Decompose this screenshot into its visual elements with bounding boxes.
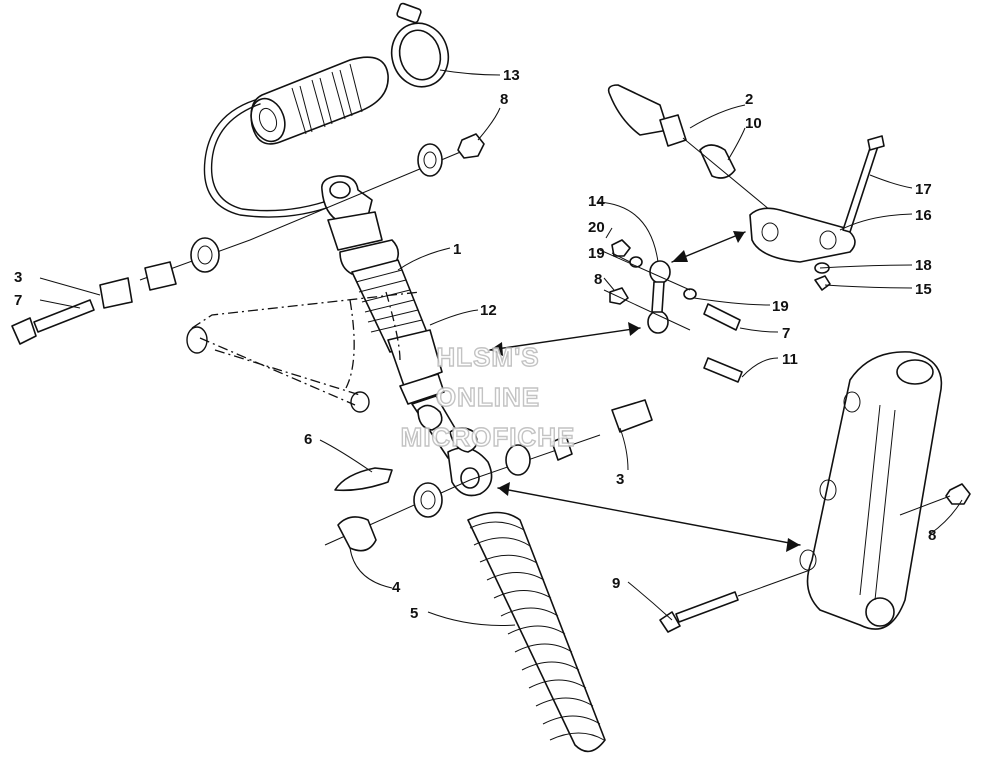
callout-1: 1 — [453, 241, 461, 258]
bolt-9 — [659, 569, 811, 633]
callout-7-right: 7 — [782, 325, 790, 342]
a-arm-outline — [186, 291, 421, 413]
callout-8-right: 8 — [928, 527, 936, 544]
reservoir-hose — [203, 99, 336, 218]
callout-18: 18 — [915, 257, 932, 274]
callout-8-link: 8 — [594, 271, 602, 288]
watermark-line-2: ONLINE — [436, 382, 540, 412]
leader-lines — [39, 69, 963, 626]
callout-14: 14 — [588, 193, 605, 210]
lower-bushing-hardware — [324, 399, 653, 552]
callout-19-lower: 19 — [772, 298, 789, 315]
watermark: HLSM'S ONLINE MICROFICHE — [400, 341, 576, 452]
shock-reservoir — [250, 56, 389, 145]
callout-9: 9 — [612, 575, 620, 592]
callout-11: 11 — [782, 351, 798, 368]
callout-5: 5 — [410, 605, 418, 622]
callout-3-left: 3 — [14, 269, 22, 286]
watermark-line-3: MICROFICHE — [401, 422, 576, 452]
callout-20: 20 — [588, 219, 605, 236]
callout-10: 10 — [745, 115, 762, 132]
callout-15: 15 — [915, 281, 932, 298]
sway-bar-linkage — [599, 84, 885, 383]
callout-12: 12 — [480, 302, 497, 319]
upper-bushing-hardware — [99, 133, 485, 309]
callout-19-upper: 19 — [588, 245, 605, 262]
shock-absorber — [321, 175, 493, 497]
reservoir-clamp — [390, 2, 450, 88]
callout-labels: 13 8 2 10 17 14 20 16 19 18 1 8 15 19 3 … — [14, 67, 936, 622]
spindle-bracket — [799, 351, 943, 630]
shock-spring — [467, 511, 606, 753]
bolt-left — [11, 299, 95, 345]
callout-13: 13 — [503, 67, 520, 84]
callout-6: 6 — [304, 431, 312, 448]
callout-7-left: 7 — [14, 292, 22, 309]
callout-3-right: 3 — [616, 471, 624, 488]
reference-arrows — [489, 231, 801, 552]
callout-4: 4 — [392, 579, 401, 596]
callout-8-top: 8 — [500, 91, 508, 108]
nut-8-right — [945, 483, 971, 505]
watermark-line-1: HLSM'S — [436, 342, 539, 372]
callout-17: 17 — [915, 181, 932, 198]
callout-16: 16 — [915, 207, 932, 224]
callout-2: 2 — [745, 91, 753, 108]
